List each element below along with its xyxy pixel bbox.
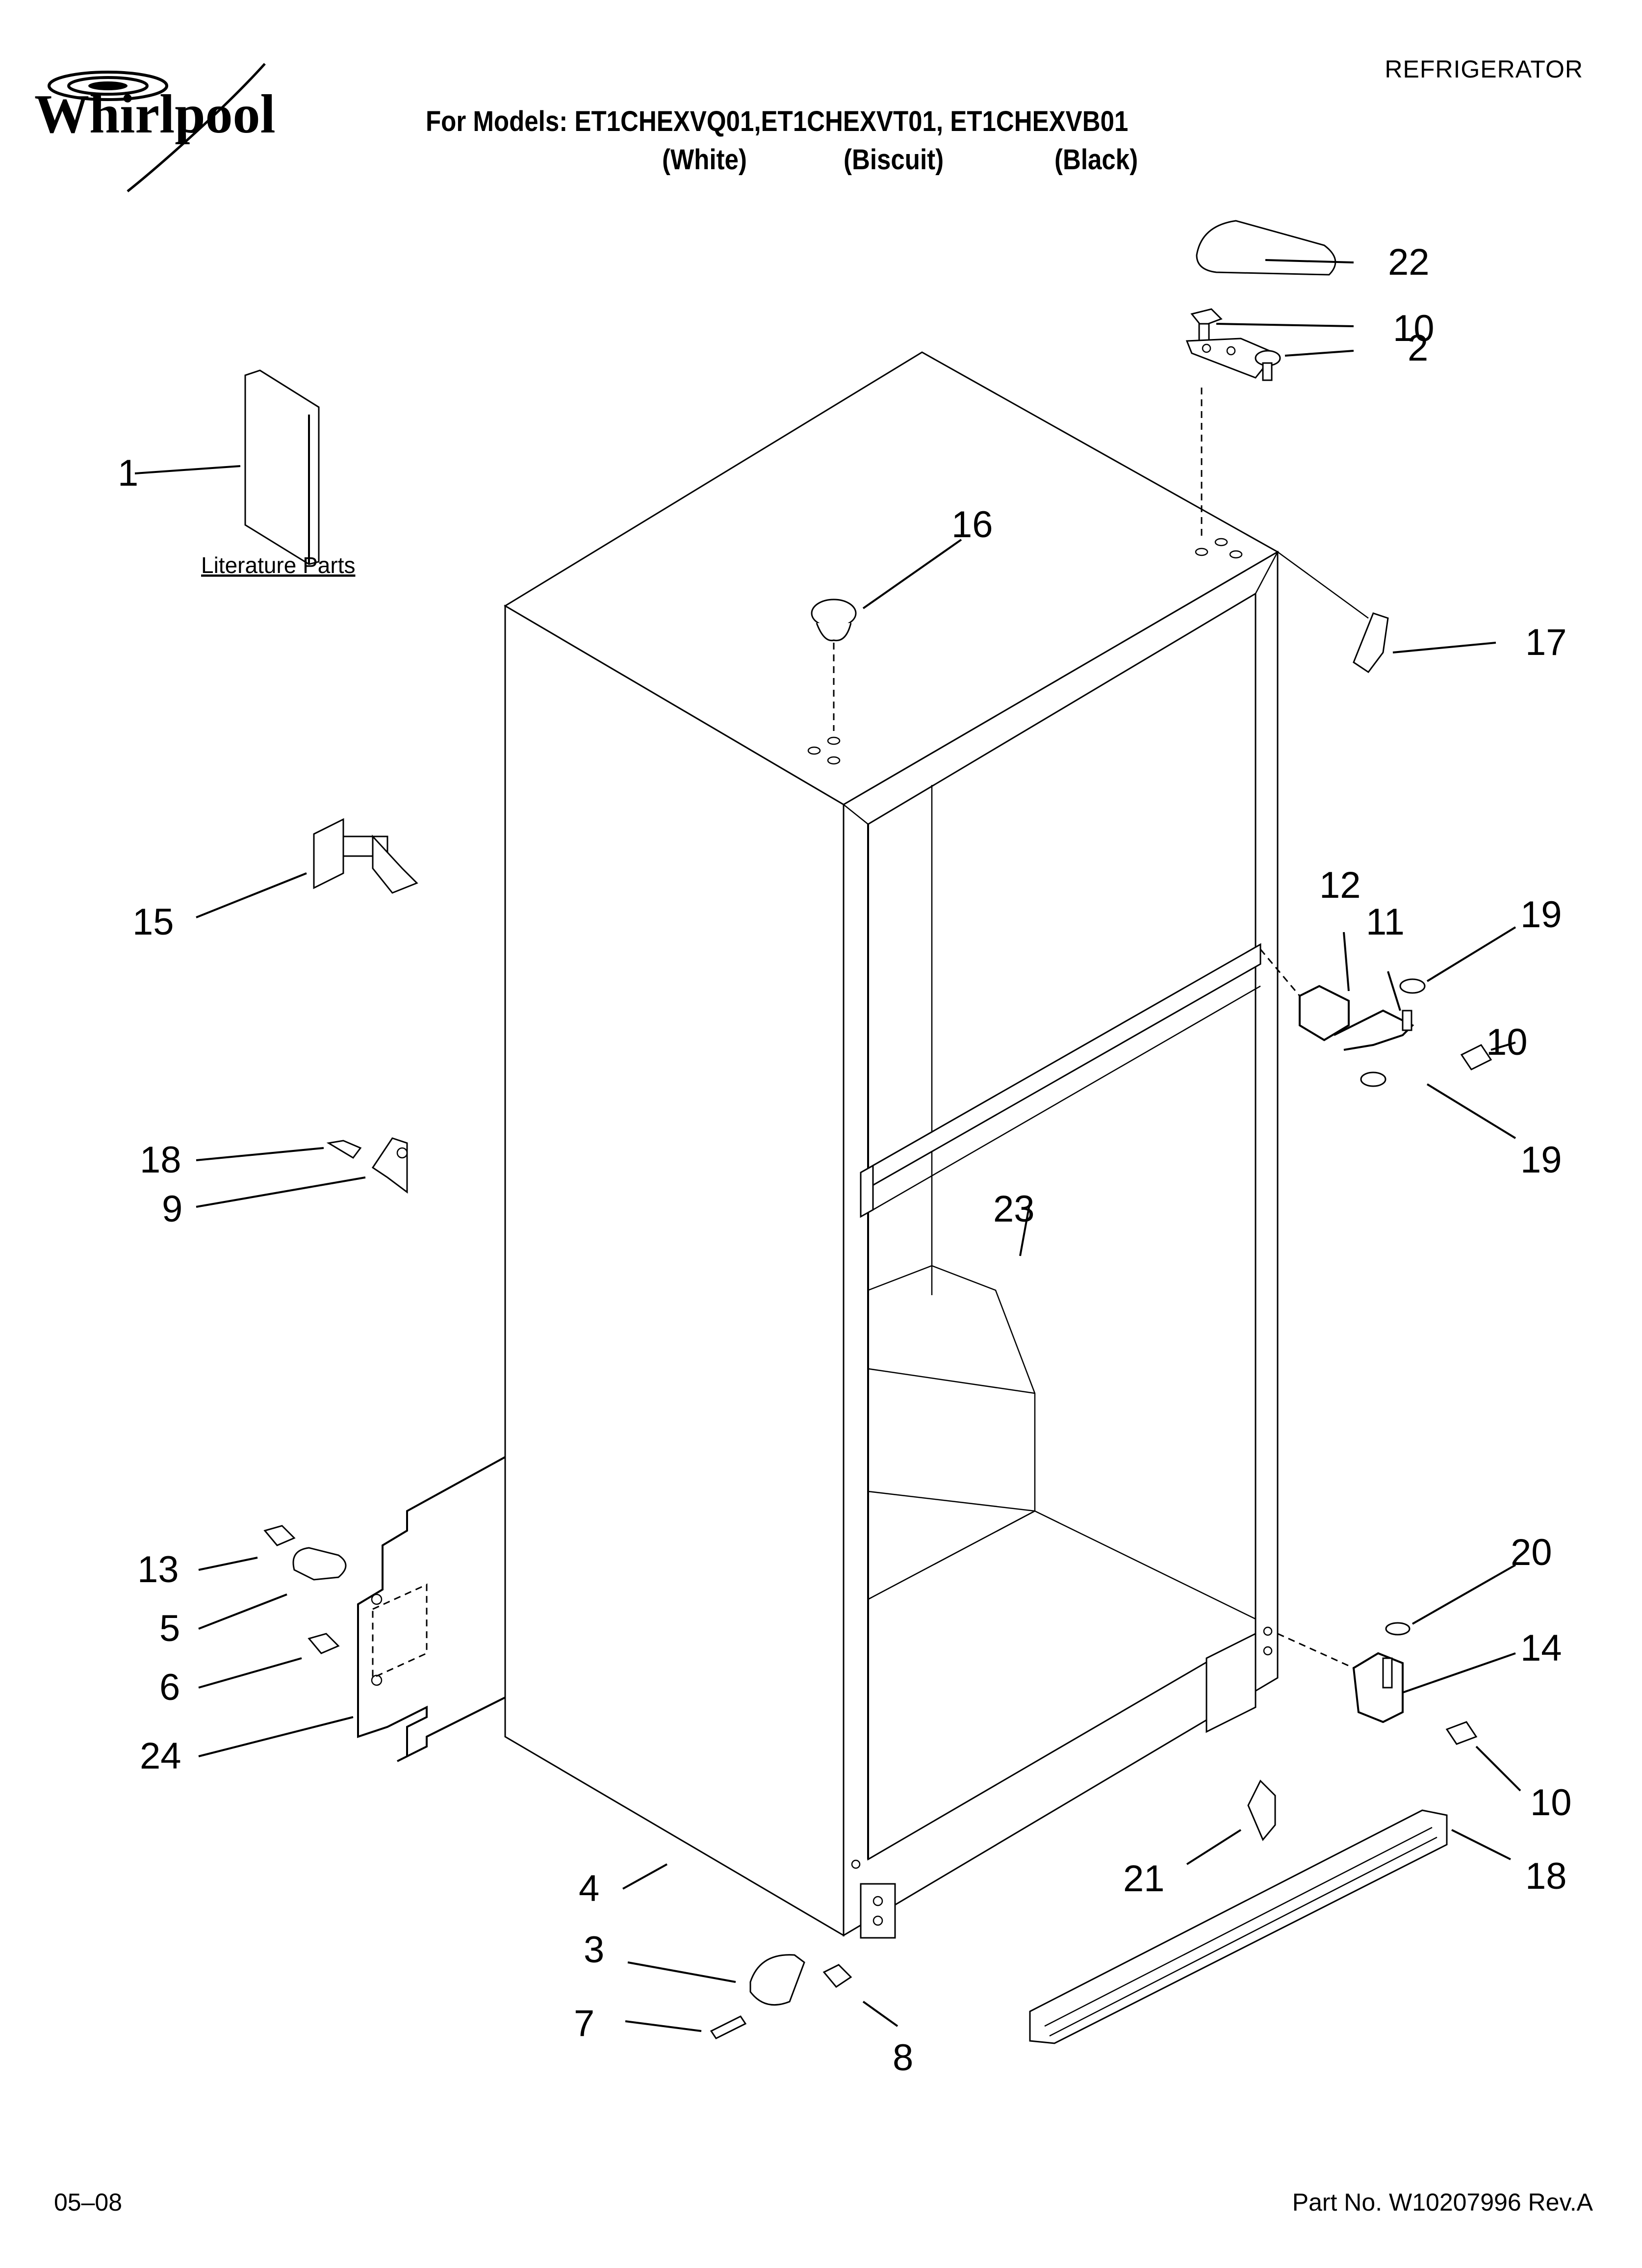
callout-18-grille: 18 [1525,1855,1567,1897]
callout-10-middle: 10 [1486,1021,1528,1063]
callout-9: 9 [162,1188,182,1230]
callout-7: 7 [574,2003,594,2044]
appliance-category: REFRIGERATOR [1385,55,1583,83]
callout-8: 8 [893,2037,913,2079]
callout-10-top: 10 [1393,308,1435,349]
callout-2: 2 [1408,327,1428,369]
callout-22: 22 [1388,241,1430,283]
color-white: (White) [662,144,747,176]
literature-parts-label: Literature Parts [201,552,355,578]
callout-11: 11 [1366,901,1405,943]
hinge-bracket-icon [326,1137,408,1194]
callout-13: 13 [137,1549,179,1590]
callout-18-left: 18 [140,1139,181,1181]
rear-bracket [357,1456,506,1762]
callout-17: 17 [1525,622,1567,663]
grille-clip-icon [1247,1779,1276,1841]
leader-lines [134,259,1521,2032]
callout-4: 4 [579,1868,599,1909]
callout-24: 24 [140,1735,181,1777]
color-black: (Black) [1054,144,1138,176]
callout-12: 12 [1319,864,1361,906]
callout-21: 21 [1123,1858,1165,1900]
door-stop-icon [313,818,418,894]
callout-23: 23 [993,1188,1035,1230]
callout-16: 16 [951,504,993,546]
color-biscuit: (Biscuit) [844,144,944,176]
whirlpool-logo: Whirlpool [34,54,329,204]
center-hinge-icon [1299,978,1492,1087]
bottom-hinge-icon [1353,1622,1478,1745]
whirlpool-swirl-icon: Whirlpool [34,63,276,192]
top-hinge-icon [1185,338,1281,381]
clamp-icon [263,1525,347,1654]
callout-5: 5 [159,1608,180,1649]
base-grille-icon [1029,1809,1448,2044]
cabinet [504,351,1280,1939]
callout-20: 20 [1511,1532,1552,1573]
callout-15: 15 [132,901,174,943]
callout-19-top: 19 [1520,894,1562,936]
literature-parts-icon [244,369,320,565]
callout-10-bottom: 10 [1530,1782,1572,1824]
leveler-icon [710,1954,852,2039]
callout-14: 14 [1520,1627,1562,1669]
plug-icon [811,599,857,642]
brand-wordmark: Whirlpool [34,84,276,145]
callout-6: 6 [159,1667,180,1708]
trim-cap-icon [1353,612,1389,674]
revision-date: 05–08 [54,2189,123,2216]
mullion-bar [860,943,1261,1218]
part-number: Part No. W10207996 Rev.A [1292,2189,1593,2216]
callout-1: 1 [118,452,138,494]
callout-3: 3 [584,1929,604,1971]
callout-19-bottom: 19 [1520,1139,1562,1181]
models-line: For Models: ET1CHEXVQ01,ET1CHEXVT01, ET1… [426,105,1129,137]
hinge-cap-icon [1196,220,1336,276]
